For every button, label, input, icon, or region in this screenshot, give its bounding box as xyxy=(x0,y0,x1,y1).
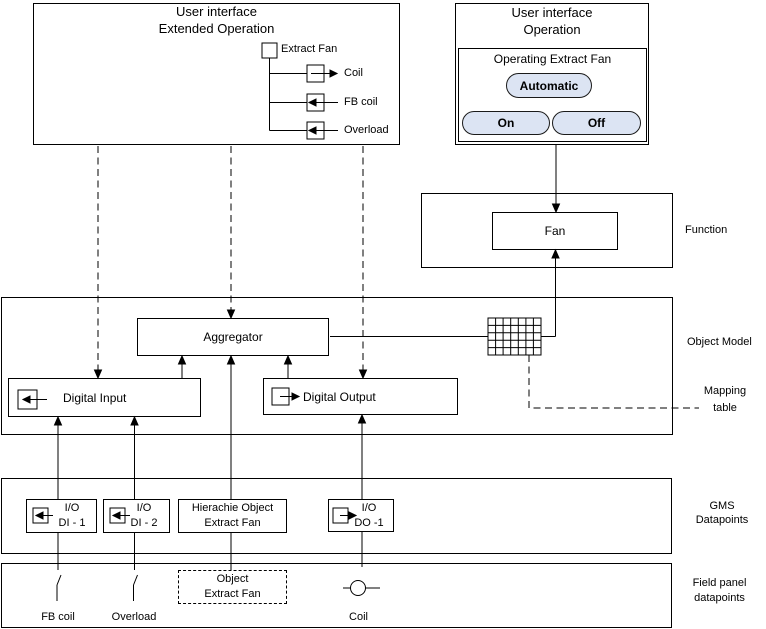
object-extract-fan-line1: Object xyxy=(216,573,249,585)
coil-label: Coil xyxy=(349,611,368,623)
tree-coil-label: Coil xyxy=(344,67,363,79)
io-do1-line1: I/O xyxy=(361,502,377,514)
gms-label-line1: GMS xyxy=(709,500,735,512)
function-label: Function xyxy=(685,224,728,236)
io-do1-line2: DO -1 xyxy=(354,517,384,529)
io-di1-line2: DI - 1 xyxy=(58,517,86,529)
aggregator-label: Aggregator xyxy=(203,330,263,344)
digital-input-box xyxy=(8,378,201,417)
operation-title-line1: User interface xyxy=(511,5,593,20)
io-di1-line1: I/O xyxy=(64,502,80,514)
field-panel-datapoints-label: Field panel datapoints xyxy=(682,576,757,606)
io-di2-line2: DI - 2 xyxy=(130,517,158,529)
operating-extract-fan-panel xyxy=(458,48,647,142)
io-do1-box xyxy=(328,499,394,532)
automatic-button[interactable]: Automatic xyxy=(506,73,592,98)
overload-label: Overload xyxy=(111,611,157,623)
operation-title-line2: Operation xyxy=(523,22,581,37)
operation-box xyxy=(455,3,649,145)
gms-datapoints-box xyxy=(1,478,672,554)
extended-operation-title: User interface Extended Operation xyxy=(33,3,400,37)
fan-label: Fan xyxy=(544,224,566,238)
extended-operation-title-line1: User interface xyxy=(176,4,257,19)
io-di1-box xyxy=(26,499,97,533)
gms-datapoints-label: GMS Datapoints xyxy=(690,499,754,527)
field-panel-box xyxy=(1,563,672,628)
extended-operation-box xyxy=(33,3,400,145)
on-button[interactable]: On xyxy=(462,111,550,135)
object-extract-fan-line2: Extract Fan xyxy=(204,588,261,600)
field-panel-label-line2: datapoints xyxy=(694,592,745,604)
hierarchy-object-box: Hierachie Object Extract Fan xyxy=(178,499,287,533)
mapping-table-label-line2: table xyxy=(713,402,737,414)
hierarchy-object-line2: Extract Fan xyxy=(204,517,261,529)
digital-output-label: Digital Output xyxy=(303,389,376,404)
mapping-table-label: Mapping table xyxy=(696,383,754,417)
tree-overload-label: Overload xyxy=(344,124,389,136)
digital-input-label: Digital Input xyxy=(63,390,127,405)
io-di2-line1: I/O xyxy=(136,502,152,514)
io-do1-label: I/O DO -1 xyxy=(346,501,392,531)
object-extract-fan-box: Object Extract Fan xyxy=(178,570,287,604)
operation-title: User interface Operation xyxy=(455,4,649,38)
tree-fb-coil-label: FB coil xyxy=(344,96,378,108)
field-panel-label-line1: Field panel xyxy=(692,577,747,589)
hierarchy-object-line1: Hierachie Object xyxy=(191,502,274,514)
extended-operation-title-line2: Extended Operation xyxy=(158,21,275,36)
fb-coil-label: FB coil xyxy=(41,611,75,623)
gms-label-line2: Datapoints xyxy=(695,514,749,526)
object-model-label: Object Model xyxy=(687,336,752,348)
extract-fan-label: Extract Fan xyxy=(281,43,338,55)
io-di2-box xyxy=(103,499,170,533)
off-button[interactable]: Off xyxy=(552,111,641,135)
io-di2-label: I/O DI - 2 xyxy=(121,501,167,531)
mapping-table-label-line1: Mapping xyxy=(703,385,747,397)
operating-extract-fan-title: Operating Extract Fan xyxy=(493,52,612,66)
io-di1-label: I/O DI - 1 xyxy=(48,501,96,531)
